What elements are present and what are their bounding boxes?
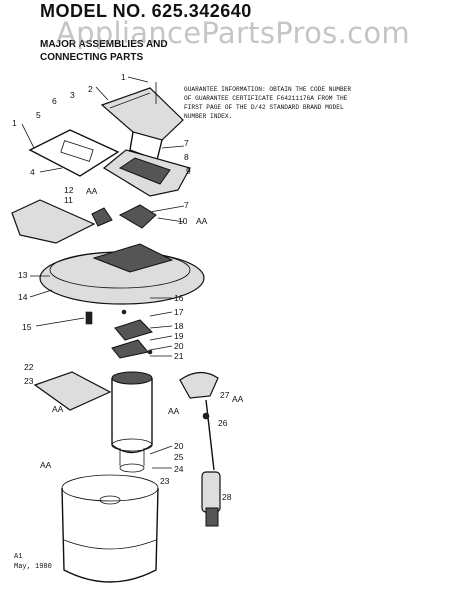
part-top-lid [100, 87, 184, 161]
part-rod [202, 399, 215, 471]
callout-24: 24 [174, 464, 184, 474]
callout-5: 5 [36, 110, 41, 120]
callout-2: 2 [88, 84, 93, 94]
part-bucket [61, 474, 159, 583]
part-upper-basket [102, 149, 191, 197]
callout-7: 7 [184, 200, 189, 210]
part-side-bracket [179, 371, 219, 399]
callout-labels: 1 1 2 3 4 5 6 7 7 8 9 10 11 12 13 14 15 … [12, 72, 244, 502]
callout-14: 14 [18, 292, 28, 302]
part-motor-cylinder [111, 371, 153, 473]
callout-20: 20 [174, 341, 184, 351]
callout-23: 23 [24, 376, 34, 386]
footer-info: A1 May, 1980 [14, 552, 74, 572]
callout-6: 6 [52, 96, 57, 106]
callout-18: 18 [174, 321, 184, 331]
callout-21: 21 [174, 351, 184, 361]
section-title-line-1: MAJOR ASSEMBLIES AND [40, 39, 168, 50]
model-number-title: MODEL NO. 625.342640 [40, 1, 252, 21]
callout-aa: AA [86, 186, 98, 196]
callout-19: 19 [174, 331, 184, 341]
part-actuator [201, 471, 221, 527]
section-title: MAJOR ASSEMBLIES AND CONNECTING PARTS [40, 38, 240, 64]
part-round-cover [39, 243, 205, 305]
callout-11: 11 [64, 195, 73, 205]
part-half-cover [11, 199, 96, 244]
callout-12: 12 [64, 185, 74, 195]
guarantee-line-4: NUMBER INDEX. [184, 113, 233, 120]
callout-17: 17 [174, 307, 184, 317]
callout-aa: AA [40, 460, 52, 470]
callout-1: 1 [12, 118, 17, 128]
callout-13: 13 [18, 270, 28, 280]
callout-8: 8 [184, 152, 189, 162]
callout-22: 22 [24, 362, 34, 372]
callout-10: 10 [178, 216, 188, 226]
callout-aa: AA [196, 216, 208, 226]
callout-leaders [21, 76, 185, 469]
part-tray-plate [28, 129, 120, 177]
callout-aa: AA [232, 394, 244, 404]
callout-7: 7 [184, 138, 189, 148]
callout-26: 26 [218, 418, 228, 428]
callout-25: 25 [174, 452, 184, 462]
callout-4: 4 [30, 167, 35, 177]
callout-aa: AA [168, 406, 180, 416]
part-hardware-stack [111, 309, 153, 359]
guarantee-line-2: OF GUARANTEE CERTIFICATE F64211176A FROM… [184, 95, 348, 102]
callout-27: 27 [220, 390, 230, 400]
callout-aa: AA [52, 404, 64, 414]
guarantee-line-1: GUARANTEE INFORMATION: OBTAIN THE CODE N… [184, 86, 352, 93]
footer-date: May, 1980 [14, 563, 52, 571]
callout-3: 3 [70, 90, 75, 100]
footer-code: A1 [14, 553, 23, 561]
section-title-line-2: CONNECTING PARTS [40, 52, 144, 63]
callout-15: 15 [22, 322, 32, 332]
guarantee-information: GUARANTEE INFORMATION: OBTAIN THE CODE N… [184, 85, 466, 121]
part-bracket [91, 204, 157, 229]
guarantee-line-3: FIRST PAGE OF THE D/42 STANDARD BRAND MO… [184, 104, 344, 111]
callout-9: 9 [186, 166, 191, 176]
callout-1: 1 [121, 72, 126, 82]
part-screw [85, 311, 93, 325]
part-base-plate [33, 371, 112, 411]
watermark-text: AppliancePartsPros.com [56, 16, 410, 50]
callout-20: 20 [174, 441, 184, 451]
callout-28: 28 [222, 492, 232, 502]
callout-23: 23 [160, 476, 170, 486]
callout-16: 16 [174, 293, 184, 303]
